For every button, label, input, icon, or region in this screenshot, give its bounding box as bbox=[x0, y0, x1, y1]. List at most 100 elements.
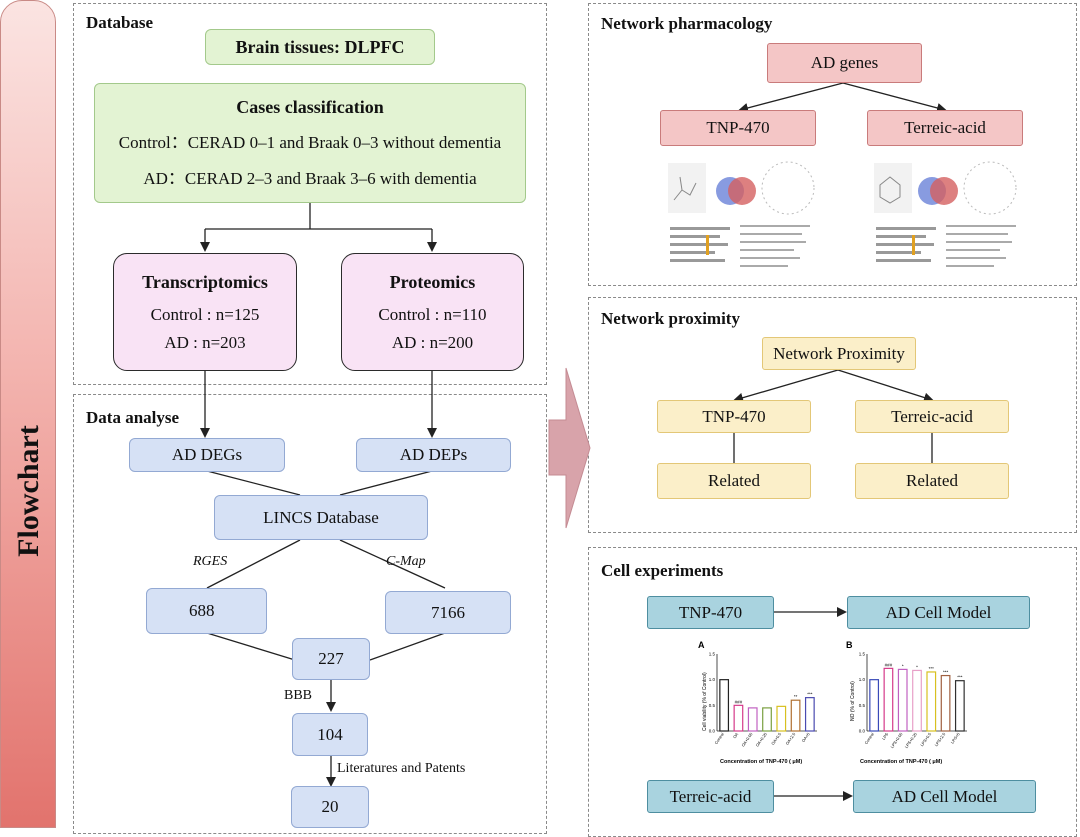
significance-label: ### bbox=[735, 699, 743, 704]
prox-tnp470-box: TNP-470 bbox=[657, 400, 811, 433]
data-analyse-title: Data analyse bbox=[86, 408, 180, 427]
lincs-database-box: LINCS Database bbox=[214, 495, 428, 540]
transcriptomics-ad: AD : n=203 bbox=[164, 332, 246, 352]
transcriptomics-control: Control : n=125 bbox=[150, 304, 260, 324]
bar bbox=[804, 697, 815, 732]
significance-label: * bbox=[916, 664, 918, 669]
bar bbox=[883, 667, 894, 732]
bar bbox=[747, 707, 758, 732]
bar bbox=[940, 674, 951, 732]
prox-terreic-box: Terreic-acid bbox=[855, 400, 1009, 433]
brain-tissues-box: Brain tissues: DLPFC bbox=[205, 29, 435, 65]
category-label: LPS bbox=[881, 731, 890, 740]
category-label: LPS+0.5 bbox=[919, 731, 932, 747]
bar bbox=[790, 699, 801, 732]
significance-label: *** bbox=[807, 692, 813, 697]
significance-label: * bbox=[902, 663, 904, 668]
bar bbox=[869, 679, 880, 732]
prox-tnp470-related: Related bbox=[657, 463, 811, 499]
y-tick-label: 0.5 bbox=[859, 703, 866, 708]
network-proximity-title: Network proximity bbox=[601, 309, 740, 328]
category-label: Control bbox=[713, 732, 725, 746]
panel-a-letter: A bbox=[698, 640, 705, 650]
significance-label: ### bbox=[885, 662, 893, 667]
flowchart-sidebar: Flowchart bbox=[0, 0, 56, 828]
panel-b-xlabel: Concentration of TNP-470 ( μM) bbox=[860, 759, 942, 765]
network-pharmacology-section bbox=[588, 3, 1077, 286]
np-tnp470-figure bbox=[668, 161, 815, 267]
y-tick-label: 0.5 bbox=[709, 703, 716, 708]
cases-control: Control：CERAD 0–1 and Braak 0–3 without … bbox=[118, 133, 502, 152]
y-tick-label: 1.0 bbox=[859, 677, 866, 682]
database-section bbox=[73, 3, 547, 385]
y-tick-label: 0.0 bbox=[859, 729, 866, 734]
proteomics-box: Proteomics Control : n=110 AD : n=200 bbox=[341, 253, 524, 371]
bbb-label: BBB bbox=[284, 688, 313, 703]
cmap-label: C-Map bbox=[386, 554, 426, 569]
np-terreic-figure bbox=[874, 161, 1017, 267]
proteomics-ad: AD : n=200 bbox=[391, 332, 474, 352]
bar bbox=[733, 704, 744, 732]
cases-title: Cases classification bbox=[236, 97, 384, 117]
intersection-count-box: 227 bbox=[292, 638, 370, 680]
bar bbox=[719, 679, 730, 732]
np-terreic-box: Terreic-acid bbox=[867, 110, 1023, 146]
panel-b-letter: B bbox=[846, 640, 853, 650]
significance-label: ** bbox=[794, 694, 798, 699]
bar bbox=[954, 680, 965, 732]
panel-b-ylabel: NO (% of Control) bbox=[850, 681, 856, 721]
transition-arrow bbox=[548, 367, 591, 529]
ad-deps-box: AD DEPs bbox=[356, 438, 511, 472]
panel-a-xlabel: Concentration of TNP-470 ( μM) bbox=[720, 759, 802, 765]
network-proximity-box: Network Proximity bbox=[762, 337, 916, 370]
proteomics-control: Control : n=110 bbox=[378, 304, 487, 324]
proteomics-title: Proteomics bbox=[389, 271, 476, 292]
significance-label: *** bbox=[929, 666, 935, 671]
category-label: OA+2.5 bbox=[784, 731, 796, 746]
panel-b-bars: Control ### LPS * LPS+0.05 * LPS+0.25 *** LPS+0.… bbox=[863, 662, 965, 749]
no-level-chart: B NO (% of Control) Control ### LPS * LPS+0.… bbox=[846, 640, 967, 765]
bar bbox=[926, 671, 937, 732]
category-label: OA+0.25 bbox=[755, 731, 769, 748]
ad-degs-box: AD DEGs bbox=[129, 438, 285, 472]
category-label: Control bbox=[863, 732, 875, 746]
rges-label: RGES bbox=[193, 554, 228, 569]
final-count-box: 20 bbox=[291, 786, 369, 828]
cases-classification-box: Cases classification Control：CERAD 0–1 a… bbox=[94, 83, 526, 203]
cell-model-box-1: AD Cell Model bbox=[847, 596, 1030, 629]
network-pharmacology-title: Network pharmacology bbox=[601, 14, 773, 33]
category-label: OA+0.5 bbox=[770, 731, 782, 746]
bar bbox=[776, 705, 787, 732]
transcriptomics-box: Transcriptomics Control : n=125 AD : n=2… bbox=[113, 253, 297, 371]
y-tick-label: 0.0 bbox=[709, 729, 716, 734]
network-proximity-section bbox=[588, 297, 1077, 533]
category-label: LPS+0.25 bbox=[904, 731, 919, 749]
bar bbox=[912, 669, 922, 732]
panel-a-ylabel: Cell viability (% of Control) bbox=[702, 672, 708, 731]
y-tick-label: 1.0 bbox=[709, 677, 716, 682]
category-label: OA+0.05 bbox=[740, 731, 754, 748]
category-label: OA bbox=[732, 731, 740, 739]
cell-experiments-title: Cell experiments bbox=[601, 561, 724, 580]
cell-viability-chart: A Cell viability (% of Control) Control #… bbox=[698, 640, 817, 765]
y-tick-label: 1.5 bbox=[709, 652, 716, 657]
bar bbox=[897, 668, 908, 732]
transcriptomics-title: Transcriptomics bbox=[142, 271, 268, 292]
cell-model-box-2: AD Cell Model bbox=[853, 780, 1036, 813]
bar bbox=[762, 707, 772, 732]
category-label: OA+5 bbox=[801, 731, 811, 743]
bbb-count-box: 104 bbox=[292, 713, 368, 756]
cell-tnp470-box: TNP-470 bbox=[647, 596, 774, 629]
category-label: LPS+0.05 bbox=[889, 731, 904, 749]
rges-count-box: 688 bbox=[146, 588, 267, 634]
significance-label: *** bbox=[943, 670, 949, 675]
cmap-count-box: 7166 bbox=[385, 591, 511, 634]
cell-terreic-box: Terreic-acid bbox=[647, 780, 774, 813]
ad-genes-box: AD genes bbox=[767, 43, 922, 83]
literatures-label: Literatures and Patents bbox=[337, 761, 466, 776]
significance-label: *** bbox=[957, 675, 963, 680]
cases-ad: AD：CERAD 2–3 and Braak 3–6 with dementia bbox=[143, 169, 477, 188]
category-label: LPS+5 bbox=[950, 731, 961, 744]
